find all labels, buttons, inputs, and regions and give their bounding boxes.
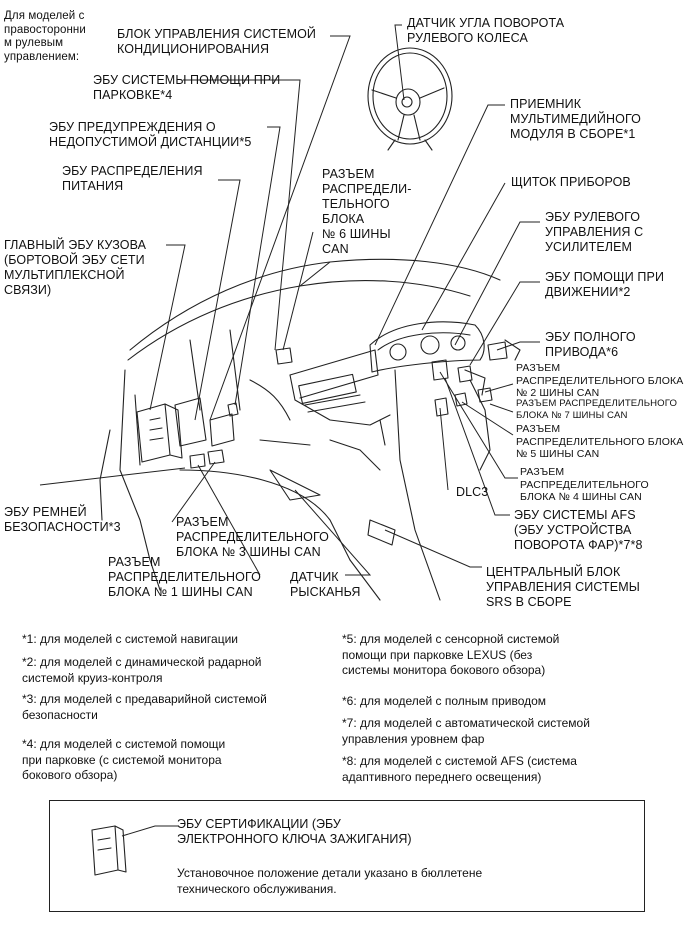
rhd-note: Для моделей с правосторонни м рулевым уп… <box>4 10 86 63</box>
label-power-distribution-ecu: ЭБУ РАСПРЕДЕЛЕНИЯ ПИТАНИЯ <box>62 164 203 193</box>
label-can4-connector: РАЗЪЕМ РАСПРЕДЕЛИТЕЛЬНОГО БЛОКА № 4 ШИНЫ… <box>520 466 649 503</box>
footnote-6: *6: для моделей с полным приводом <box>342 694 547 708</box>
right-ecu-cluster <box>431 341 508 417</box>
footnote-7: *7: для моделей с автоматической системо… <box>342 716 590 746</box>
label-seatbelt-ecu: ЭБУ РЕМНЕЙ БЕЗОПАСНОСТИ*3 <box>4 505 121 534</box>
certification-ecu-icon <box>91 825 127 876</box>
label-clearance-warning-ecu: ЭБУ ПРЕДУПРЕЖДЕНИЯ О НЕДОПУСТИМОЙ ДИСТАН… <box>49 120 252 149</box>
footnote-3: *3: для моделей с предаварийной системой… <box>22 692 267 722</box>
label-parking-assist-ecu: ЭБУ СИСТЕМЫ ПОМОЩИ ПРИ ПАРКОВКЕ*4 <box>93 73 281 102</box>
label-multimedia-receiver: ПРИЕМНИК МУЛЬТИМЕДИЙНОГО МОДУЛЯ В СБОРЕ*… <box>510 97 641 141</box>
label-can3-connector: РАЗЪЕМ РАСПРЕДЕЛИТЕЛЬНОГО БЛОКА № 3 ШИНЫ… <box>176 515 329 559</box>
label-can1-connector: РАЗЪЕМ РАСПРЕДЕЛИТЕЛЬНОГО БЛОКА № 1 ШИНЫ… <box>108 555 261 599</box>
footnote-4: *4: для моделей с системой помощи при па… <box>22 737 226 782</box>
label-srs-airbag-sensor: ЦЕНТРАЛЬНЫЙ БЛОК УПРАВЛЕНИЯ СИСТЕМЫ SRS … <box>486 565 640 609</box>
label-driving-support-ecu: ЭБУ ПОМОЩИ ПРИ ДВИЖЕНИИ*2 <box>545 270 665 299</box>
label-can7-connector: РАЗЪЕМ РАСПРЕДЕЛИТЕЛЬНОГО БЛОКА № 7 ШИНЫ… <box>516 398 678 421</box>
steering-wheel-illustration <box>367 47 453 151</box>
label-afs-ecu: ЭБУ СИСТЕМЫ AFS (ЭБУ УСТРОЙСТВА ПОВОРОТА… <box>514 508 643 552</box>
footnote-8: *8: для моделей с системой AFS (система … <box>342 754 577 784</box>
certification-ecu-title: ЭБУ СЕРТИФИКАЦИИ (ЭБУ ЭЛЕКТРОННОГО КЛЮЧА… <box>177 817 412 846</box>
label-awd-ecu: ЭБУ ПОЛНОГО ПРИВОДА*6 <box>545 330 636 359</box>
footnote-2: *2: для моделей с динамической радарной … <box>22 655 262 685</box>
dashboard-illustration <box>99 258 521 601</box>
label-dlc3: DLC3 <box>456 485 489 499</box>
label-combination-meter: ЩИТОК ПРИБОРОВ <box>511 175 631 189</box>
label-can5-connector: РАЗЪЕМ РАСПРЕДЕЛИТЕЛЬНОГО БЛОКА № 5 ШИНЫ… <box>516 423 684 460</box>
label-hvac-ecu: БЛОК УПРАВЛЕНИЯ СИСТЕМОЙ КОНДИЦИОНИРОВАН… <box>117 27 317 56</box>
footnote-5: *5: для моделей с сенсорной системой пом… <box>342 632 560 677</box>
certification-ecu-box: ЭБУ СЕРТИФИКАЦИИ (ЭБУ ЭЛЕКТРОННОГО КЛЮЧА… <box>49 800 645 912</box>
left-ecu-cluster <box>136 347 293 469</box>
footnote-1: *1: для моделей с системой навигации <box>22 632 238 646</box>
label-steering-angle-sensor: ДАТЧИК УГЛА ПОВОРОТА РУЛЕВОГО КОЛЕСА <box>407 16 565 45</box>
label-can6-connector: РАЗЪЕМ РАСПРЕДЕЛИ- ТЕЛЬНОГО БЛОКА № 6 ШИ… <box>322 167 412 256</box>
leader-lines <box>39 24 540 837</box>
label-eps-ecu: ЭБУ РУЛЕВОГО УПРАВЛЕНИЯ С УСИЛИТЕЛЕМ <box>545 210 644 254</box>
label-yaw-rate-sensor: ДАТЧИК РЫСКАНЬЯ <box>290 570 361 599</box>
label-can2-connector: РАЗЪЕМ РАСПРЕДЕЛИТЕЛЬНОГО БЛОКА № 2 ШИНЫ… <box>516 362 684 399</box>
label-main-body-ecu: ГЛАВНЫЙ ЭБУ КУЗОВА (БОРТОВОЙ ЭБУ СЕТИ МУ… <box>4 238 147 297</box>
certification-ecu-note: Установочное положение детали указано в … <box>177 866 483 896</box>
